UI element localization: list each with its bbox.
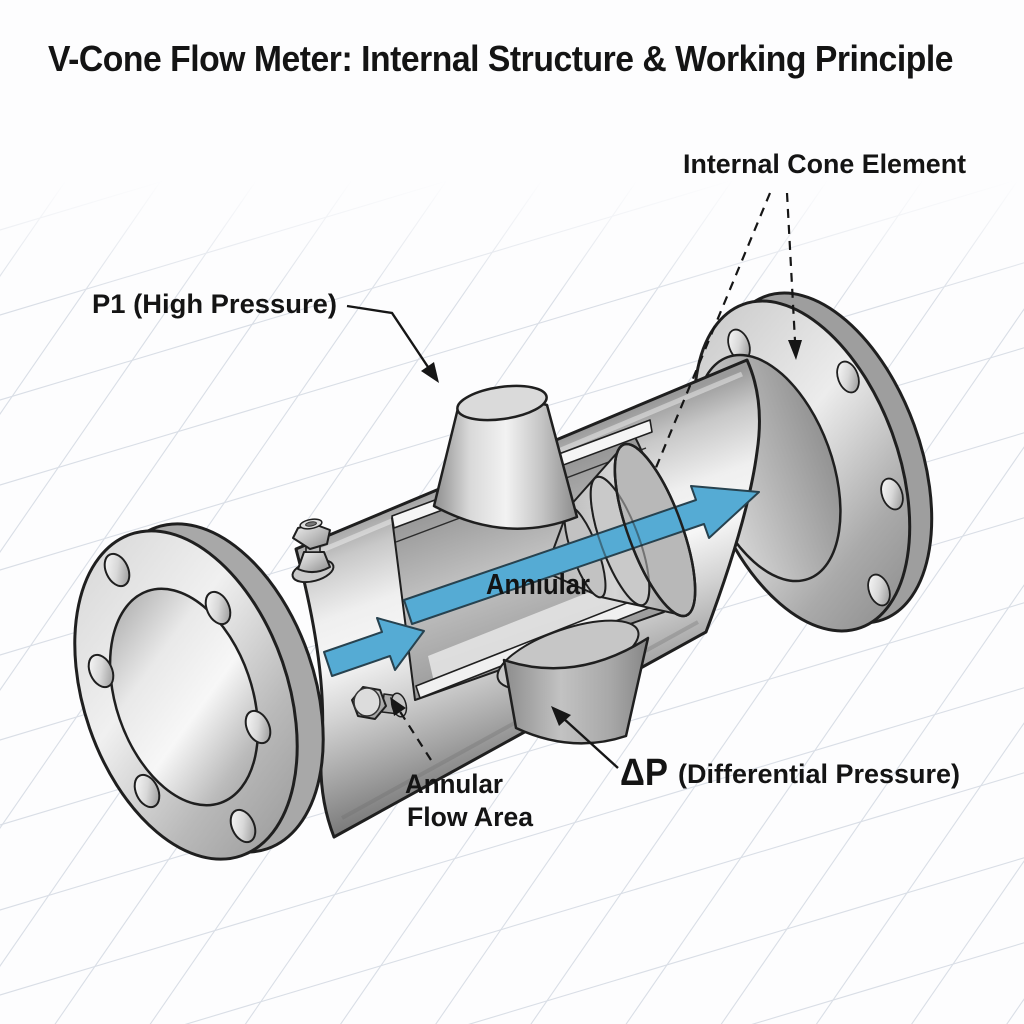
left-flange (73, 522, 325, 861)
bolt-hole (133, 773, 161, 809)
grid-line (0, 687, 1024, 996)
page-title: V-Cone Flow Meter: Internal Structure & … (48, 38, 953, 79)
cone-ring-overlay (589, 475, 651, 607)
grid-line (468, 857, 1024, 1024)
p1-cone-top (456, 384, 548, 422)
grid-line (720, 584, 1024, 1024)
flow-meter-assembly (73, 291, 934, 861)
vent-fitting (291, 518, 335, 584)
cone-dashed-line-left (653, 192, 772, 471)
p1-leader-arrowhead (421, 362, 439, 383)
grid-line (0, 602, 1024, 911)
annular-dashed-line (398, 709, 432, 761)
cone-base-ring-overlay (613, 442, 697, 618)
label-annular-inline: Annıular (486, 569, 590, 601)
label-dp-symbol: ΔP (620, 752, 668, 794)
bolt-hole (867, 573, 891, 607)
grid-fade-overlay (0, 0, 1024, 300)
dp-cone-body (502, 636, 650, 745)
grid-line (184, 772, 1024, 1024)
cone-dashed-arrowhead (788, 340, 802, 360)
bolt-hole (836, 360, 860, 394)
bolt-hole (87, 653, 115, 689)
side-bolt-face (353, 687, 381, 717)
flow-arrow-downstream (403, 485, 760, 625)
flow-arrow-upstream (323, 617, 425, 677)
inner-bore-bottom (428, 572, 652, 682)
bolt-hole (103, 552, 131, 588)
grid-line (625, 446, 1024, 1024)
dp-tap-cone (496, 619, 650, 745)
dp-leader-arrowhead (551, 706, 571, 726)
annotations (346, 192, 802, 769)
grid-line (815, 722, 1024, 1024)
label-annular-flow-line2: Flow Area (407, 802, 534, 832)
label-p1-high-pressure: P1 (High Pressure) (92, 289, 337, 319)
label-annular-flow-line1: Annular (405, 769, 503, 799)
bolt-hole (880, 477, 904, 511)
side-bolt-fitting (351, 686, 408, 720)
grid-line (0, 0, 382, 553)
grid-line (0, 0, 477, 691)
text-labels: V-Cone Flow Meter: Internal Structure & … (48, 38, 966, 832)
cone-dashed-line-right (785, 192, 797, 342)
vent-skirt (297, 551, 331, 573)
vent-hex-nut (292, 523, 331, 550)
bolt-hole (244, 709, 272, 745)
cone-ring-overlays (589, 442, 697, 618)
p1-tap-cone (432, 384, 579, 530)
grid-line (751, 942, 1024, 1024)
vent-cap-hole (305, 521, 317, 527)
left-flange-raised-face (108, 587, 260, 807)
label-internal-cone-element: Internal Cone Element (683, 149, 966, 179)
dp-leader-line (562, 717, 619, 769)
annular-dashed-arrowhead (390, 697, 406, 716)
bolt-hole (204, 590, 232, 626)
bolt-hole (229, 808, 257, 844)
label-dp-caption: (Differential Pressure) (678, 759, 960, 789)
p1-leader-line (346, 304, 429, 368)
